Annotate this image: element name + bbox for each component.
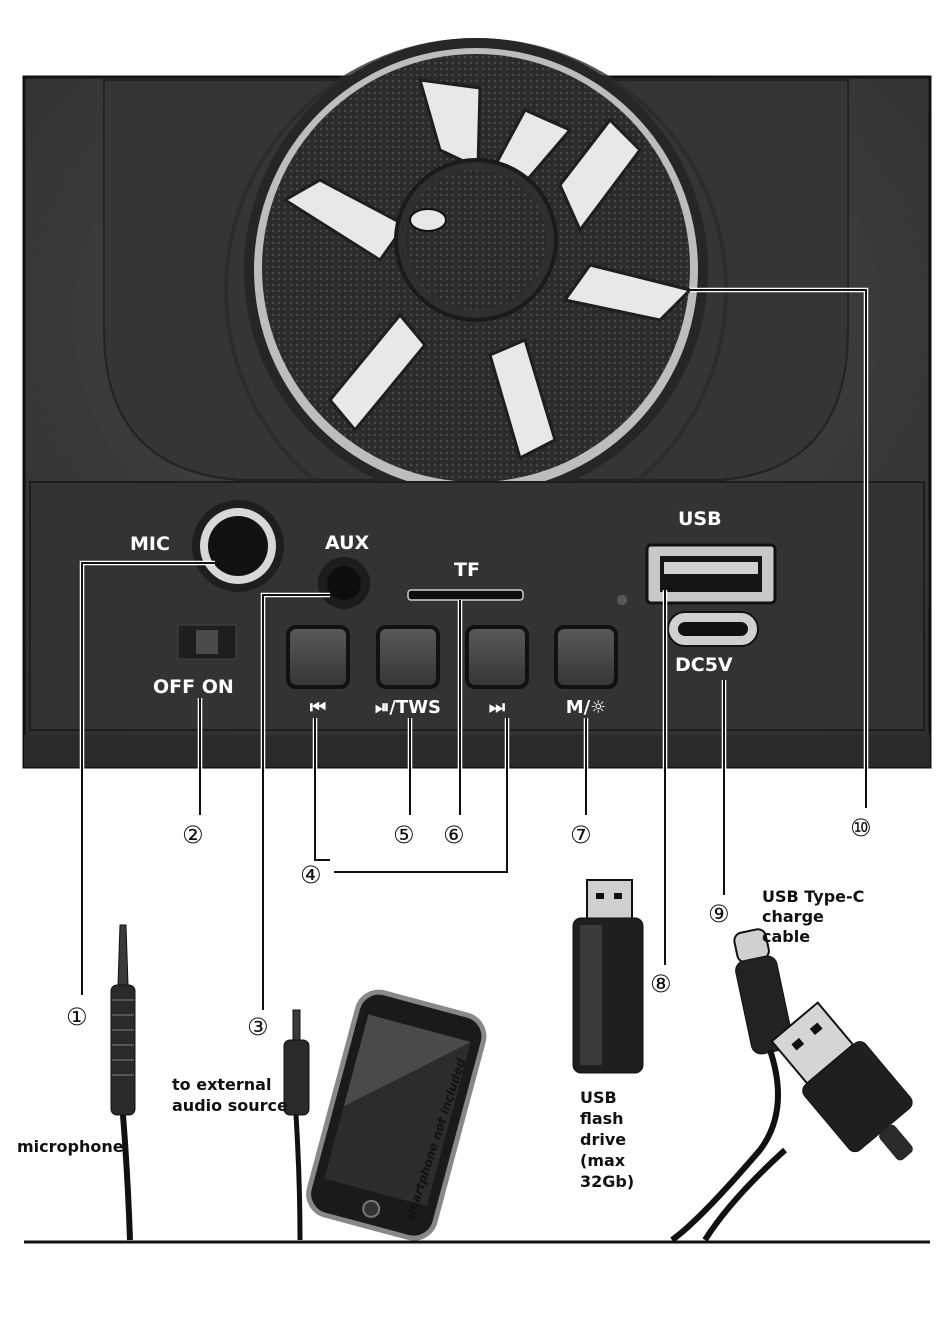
callout-6: ⑥ [443, 821, 465, 849]
mic-jack[interactable] [192, 500, 284, 592]
usb-label: USB [678, 508, 722, 530]
callout-1: ① [66, 1003, 88, 1031]
usb-c-cable-caption-line3: cable [762, 927, 810, 946]
usb-drive-caption-line2: flash [580, 1109, 624, 1128]
aux-plug [283, 1009, 310, 1241]
usb-drive-caption-line5: 32Gb) [580, 1172, 634, 1191]
usb-port[interactable] [645, 543, 777, 605]
light-knob[interactable] [244, 38, 708, 502]
tf-card-slot[interactable] [407, 589, 524, 601]
control-buttons: ⏮ ⏯/TWS ⏭ M/☼ [286, 625, 618, 718]
tf-label: TF [454, 559, 480, 581]
speaker-panel: ⏮ ⏯/TWS ⏭ M/☼ [22, 38, 932, 769]
smartphone-image [306, 989, 487, 1241]
microphone-plug [110, 924, 136, 1241]
play-pause-icon: ⏯/TWS [375, 697, 441, 718]
callout-9: ⑨ [708, 900, 730, 928]
control-button-4[interactable] [554, 625, 618, 689]
usb-drive-caption-line4: (max [580, 1151, 626, 1170]
mode-light-icon: M/☼ [566, 697, 607, 718]
callout-3: ③ [247, 1013, 269, 1041]
usb-c-cable-caption-line2: charge [762, 907, 824, 926]
audio-source-caption-line1: to external [172, 1075, 271, 1094]
usb-c-port[interactable] [667, 611, 759, 647]
usb-flash-drive-image [572, 879, 644, 1074]
mic-label: MIC [130, 533, 170, 555]
callout-5: ⑤ [393, 821, 415, 849]
control-button-2[interactable] [376, 625, 440, 689]
next-track-icon: ⏭ [489, 697, 506, 718]
callout-10: ⑩ [850, 814, 872, 842]
usb-drive-caption-line3: drive [580, 1130, 626, 1149]
usb-c-cable-caption-line1: USB Type-C [762, 887, 864, 906]
microphone-caption: microphone [17, 1137, 124, 1156]
control-button-1[interactable] [286, 625, 350, 689]
usb-drive-caption-line1: USB [580, 1088, 617, 1107]
dc5v-label: DC5V [675, 654, 733, 676]
audio-source-caption-line2: audio source [172, 1096, 288, 1115]
callout-4: ④ [300, 861, 322, 889]
aux-label: AUX [325, 532, 370, 554]
callout-numbers: ① ② ③ ④ ⑤ ⑥ ⑦ ⑧ ⑨ ⑩ [66, 814, 872, 1041]
power-switch-label: OFF ON [153, 676, 234, 698]
power-switch[interactable] [177, 624, 237, 660]
callout-2: ② [182, 821, 204, 849]
callout-7: ⑦ [570, 821, 592, 849]
previous-track-icon: ⏮ [310, 697, 326, 718]
leader-lines [79, 287, 869, 1010]
callout-8: ⑧ [650, 970, 672, 998]
control-button-3[interactable] [465, 625, 529, 689]
status-led [617, 595, 627, 605]
usb-c-cable-image [670, 928, 913, 1243]
aux-jack[interactable] [318, 557, 370, 609]
